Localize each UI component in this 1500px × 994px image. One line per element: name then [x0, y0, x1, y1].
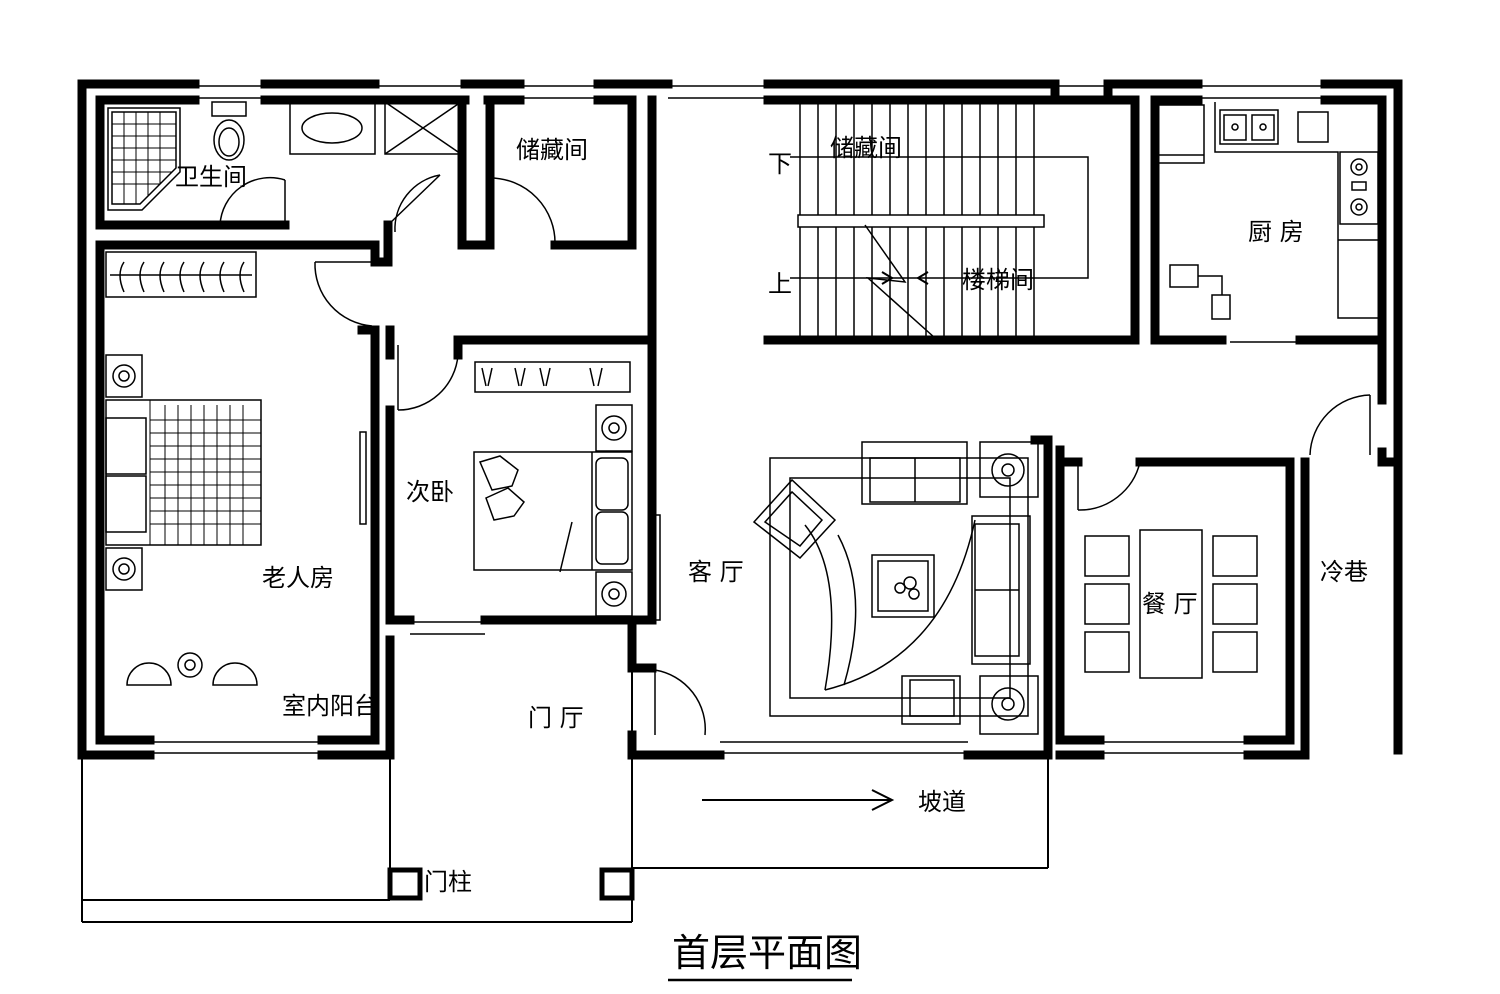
- room-label-kitchen: 厨 房: [1248, 218, 1304, 246]
- room-label-stairwell: 楼梯间: [962, 266, 1034, 294]
- doors: [219, 174, 1371, 736]
- kitchen-fixtures: [1157, 102, 1380, 320]
- living-room-furniture: [752, 441, 1039, 735]
- room-label-cold-alley: 冷巷: [1320, 558, 1368, 586]
- ramp-arrow: [702, 789, 895, 811]
- plan-title: 首层平面图: [672, 931, 862, 975]
- shaft-icon: [384, 101, 462, 155]
- room-label-stair-storage: 储藏间: [830, 134, 902, 162]
- room-label-dining-room: 餐 厅: [1142, 590, 1198, 618]
- stair-up-label: 上: [768, 270, 792, 298]
- windows: [150, 85, 1325, 754]
- walls: [77, 79, 1403, 760]
- ramp-label: 坡道: [918, 788, 966, 816]
- room-label-second-bedroom: 次卧: [406, 478, 454, 506]
- staircase: [790, 100, 1089, 339]
- sofa-right: [971, 515, 1031, 665]
- exterior-outline: [81, 640, 1049, 923]
- toilet-icon: [211, 101, 247, 161]
- room-label-bathroom: 卫生间: [175, 163, 247, 191]
- double-bed: [105, 354, 262, 591]
- shower-tray: [107, 107, 181, 211]
- stove-icon: [1339, 151, 1379, 225]
- washbasin-icon: [289, 101, 376, 155]
- room-label-foyer: 门 厅: [528, 704, 584, 732]
- door-pillars: [387, 867, 635, 901]
- room-label-storage: 储藏间: [516, 136, 588, 164]
- second-bedroom-furniture: [473, 361, 633, 617]
- sink-icon: [1219, 109, 1279, 145]
- stair-down-label: 下: [768, 150, 792, 178]
- sofa-top: [861, 441, 968, 505]
- room-label-indoor-balcony: 室内阳台: [282, 692, 378, 720]
- wardrobe: [105, 251, 257, 298]
- dining-furniture: [1084, 529, 1258, 679]
- room-label-elder-room: 老人房: [262, 564, 334, 592]
- pillar-label: 门柱: [424, 868, 472, 896]
- room-label-living-room: 客 厅: [688, 558, 744, 586]
- balcony-chairs: [126, 652, 258, 686]
